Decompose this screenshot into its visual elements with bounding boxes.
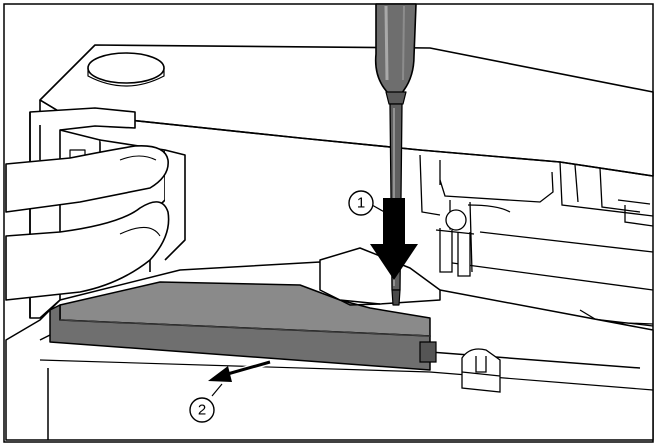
front-latch (461, 348, 501, 393)
step-2-label: 2 (198, 402, 206, 419)
hand (5, 144, 170, 301)
rear-structure (419, 154, 654, 365)
down-arrow-icon (370, 198, 418, 280)
release-tab (319, 247, 441, 306)
step-2-callout: 2 (189, 383, 223, 423)
step-1-label: 1 (357, 195, 365, 212)
step-1-callout: 1 (348, 190, 389, 216)
pull-arrow-icon (208, 359, 271, 382)
removable-component (49, 281, 437, 371)
latch-pin (435, 209, 475, 277)
